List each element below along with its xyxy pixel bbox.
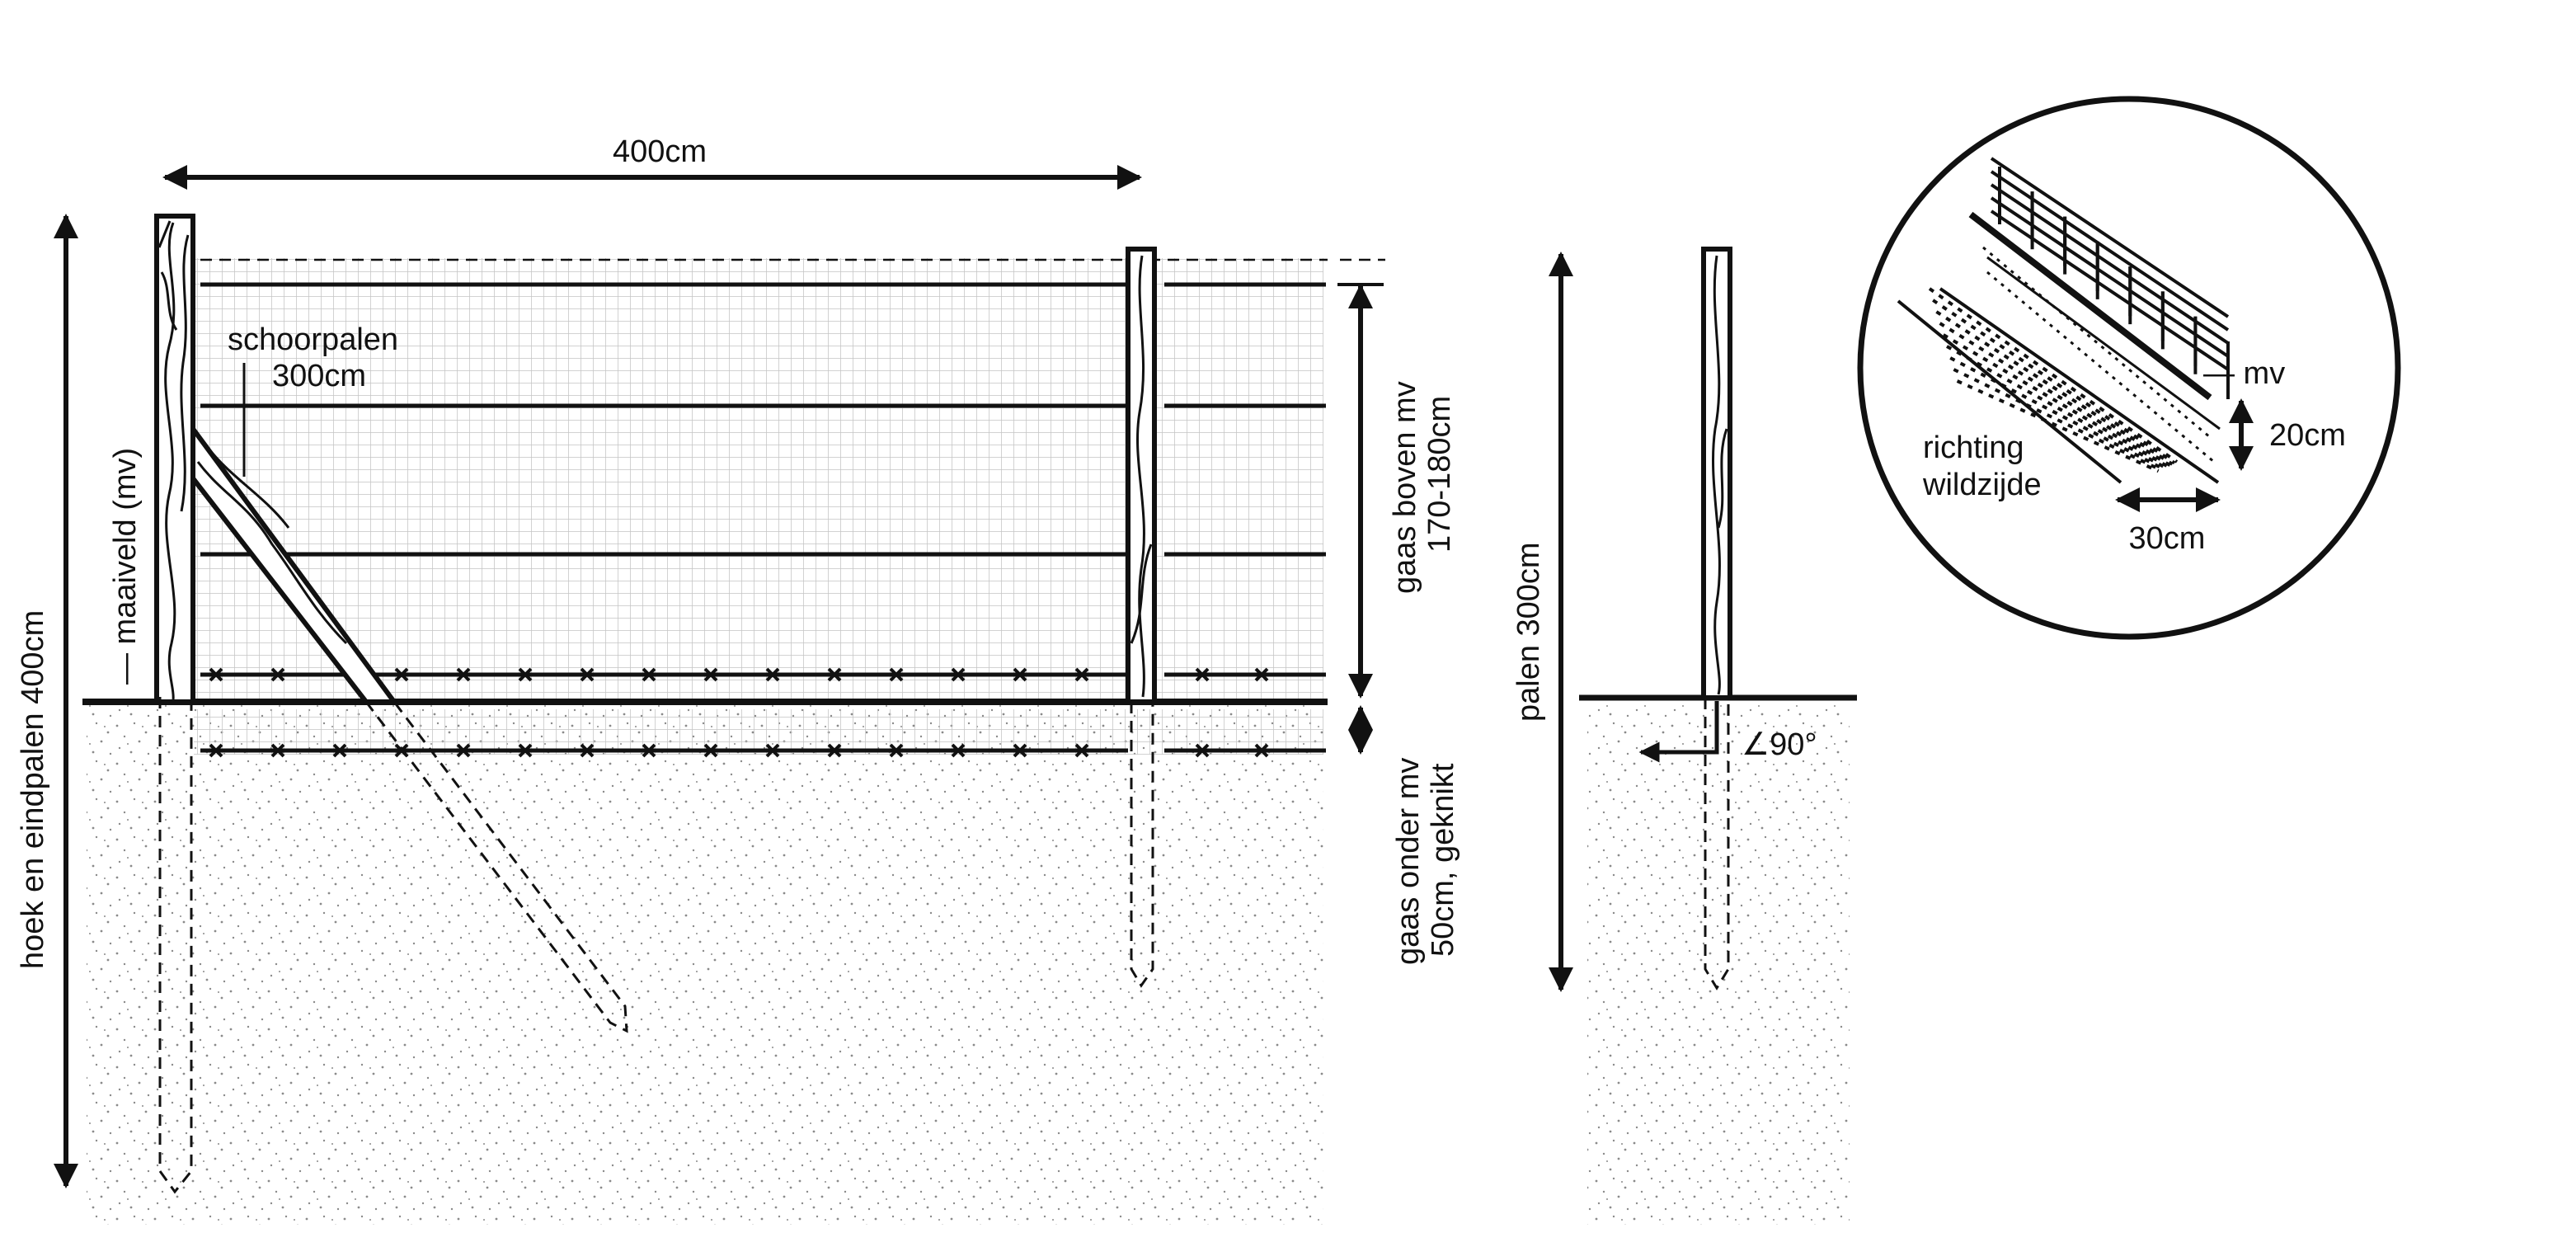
barb — [394, 667, 409, 682]
barb — [270, 743, 285, 758]
barb — [1013, 743, 1027, 758]
mesh-wire — [1990, 170, 2230, 332]
barb-marks — [209, 667, 1269, 758]
mesh-above-label-line1: gaas boven mv — [1388, 381, 1422, 594]
barb — [580, 667, 595, 682]
barb — [827, 667, 842, 682]
buried-mesh-fold — [1638, 701, 1719, 763]
barb — [1254, 667, 1269, 682]
barb — [642, 667, 656, 682]
detail-view — [1857, 96, 2401, 640]
barb — [889, 743, 904, 758]
detail-depth-label: 20cm — [2269, 418, 2346, 453]
barb — [1013, 667, 1027, 682]
span-width-label: 400cm — [613, 134, 707, 169]
detail-upright-mesh — [1990, 157, 2230, 399]
barb — [703, 667, 718, 682]
barb — [827, 743, 842, 758]
barb — [456, 667, 471, 682]
barb — [703, 743, 718, 758]
barb — [951, 667, 966, 682]
detail-buried-mesh — [1982, 246, 2215, 464]
barb — [580, 743, 595, 758]
soil-area-main — [87, 705, 1323, 1225]
barb — [332, 743, 347, 758]
detail-soil-texture — [1928, 287, 2179, 473]
detail-circle — [1857, 96, 2401, 640]
barb — [209, 743, 223, 758]
barb — [1195, 667, 1210, 682]
barb — [889, 667, 904, 682]
side-post — [1701, 247, 1732, 991]
mesh-wire — [1990, 183, 2230, 345]
barb — [765, 667, 780, 682]
mesh-above-label-line2: 170-180cm — [1422, 396, 1457, 553]
brace-post — [190, 426, 628, 1033]
posts-length-label: palen 300cm — [1511, 542, 1546, 722]
soil-area-side — [1587, 705, 1850, 1225]
barb — [642, 743, 656, 758]
detail-ground-line — [1968, 211, 2212, 401]
mesh-below-label-line1: gaas onder mv — [1391, 758, 1426, 965]
detail-width-label: 30cm — [2129, 521, 2206, 556]
brace-posts-label-line2: 300cm — [272, 359, 366, 393]
side-view — [1549, 247, 1857, 992]
wire-mesh-buried — [194, 709, 1323, 755]
detail-direction-label-line2: wildzijde — [1922, 468, 2042, 502]
line-post — [1126, 247, 1157, 988]
mesh-wire — [1990, 157, 2230, 318]
barb — [270, 667, 285, 682]
barb — [765, 743, 780, 758]
corner-posts-label: hoek en eindpalen 400cm — [16, 610, 50, 969]
barb — [951, 743, 966, 758]
mesh-below-label-line2: 50cm, geknikt — [1426, 763, 1460, 957]
barb — [1074, 667, 1089, 682]
barb — [456, 743, 471, 758]
detail-direction-label-line1: richting — [1923, 431, 2024, 465]
barb — [209, 667, 223, 682]
barb — [1195, 743, 1210, 758]
barb — [518, 743, 533, 758]
detail-mv-label: — mv — [2203, 356, 2285, 391]
barb — [1254, 743, 1269, 758]
ground-level-label: — maaiveld (mv) — [108, 448, 143, 685]
barb — [1074, 743, 1089, 758]
mesh-wire — [1990, 196, 2230, 358]
brace-posts-label-line1: schoorpalen — [228, 322, 398, 357]
tension-wires — [200, 282, 1326, 557]
barb — [518, 667, 533, 682]
mesh-wire — [1990, 209, 2230, 371]
angle-label: ∠90° — [1742, 727, 1817, 762]
